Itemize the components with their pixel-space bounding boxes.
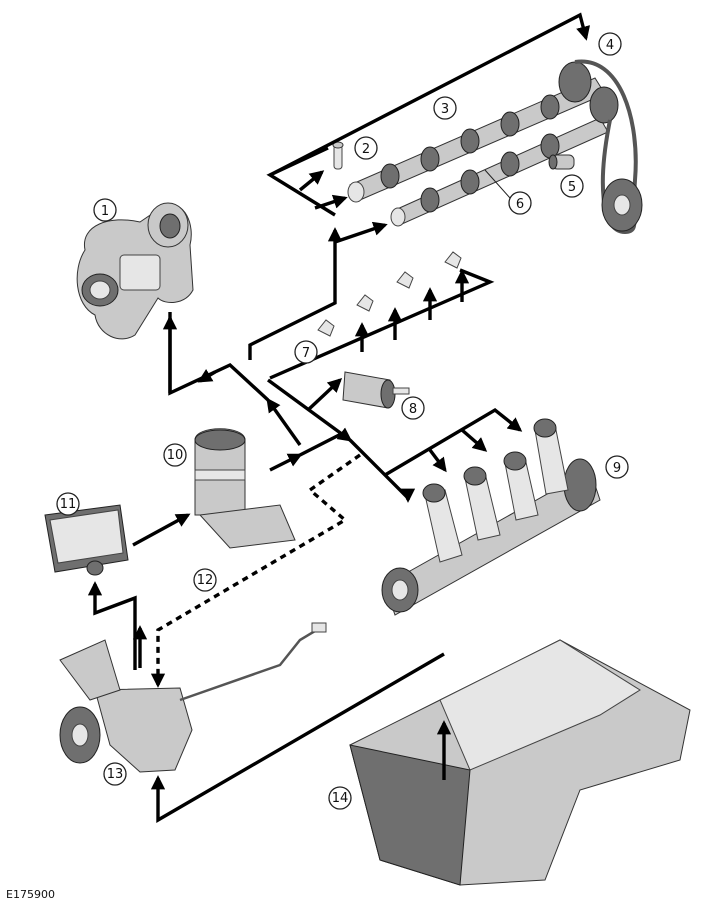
callout-11: 11	[56, 492, 80, 516]
callout-14-label: 14	[332, 791, 349, 806]
oil-filter-housing	[194, 428, 296, 549]
callout-6: 6	[484, 169, 532, 215]
callout-8: 8	[401, 396, 425, 420]
callout-6-label: 6	[516, 197, 524, 212]
callout-3-label: 3	[441, 102, 449, 117]
oil-pump	[59, 622, 327, 773]
callout-1: 1	[93, 198, 117, 222]
callout-4-label: 4	[606, 38, 614, 53]
crankshaft-assembly	[381, 418, 601, 616]
chain-tensioner	[548, 154, 575, 170]
callout-14: 14	[328, 786, 352, 810]
callout-2-label: 2	[362, 142, 370, 157]
timing-chain-assembly	[558, 59, 643, 235]
callout-3: 3	[433, 96, 457, 120]
vct-solenoid	[342, 371, 410, 409]
oil-pan	[349, 639, 691, 886]
callout-7-label: 7	[302, 346, 310, 361]
callout-12: 12	[193, 568, 217, 592]
intake-camshaft	[347, 77, 606, 203]
turbocharger	[76, 202, 194, 340]
callout-8-label: 8	[409, 402, 417, 417]
callout-9: 9	[605, 455, 629, 479]
oil-feed-pin	[332, 141, 344, 170]
callout-12-label: 12	[197, 573, 214, 588]
callout-10: 10	[163, 443, 187, 467]
callout-9-label: 9	[613, 461, 621, 476]
callout-11-label: 11	[60, 497, 77, 512]
figure-reference-code: E175900	[6, 888, 55, 901]
callout-2: 2	[354, 136, 378, 160]
callout-10-label: 10	[167, 448, 184, 463]
callout-5-label: 5	[568, 180, 576, 195]
oil-cooler	[44, 504, 129, 576]
oil-flow-lines	[87, 12, 591, 823]
callout-13: 13	[103, 762, 127, 786]
callout-13-label: 13	[107, 767, 124, 782]
callout-7: 7	[294, 340, 318, 364]
callout-4: 4	[598, 32, 622, 56]
callout-1-label: 1	[101, 204, 109, 219]
piston-cooling-jets	[317, 251, 462, 337]
callout-5: 5	[560, 174, 584, 198]
